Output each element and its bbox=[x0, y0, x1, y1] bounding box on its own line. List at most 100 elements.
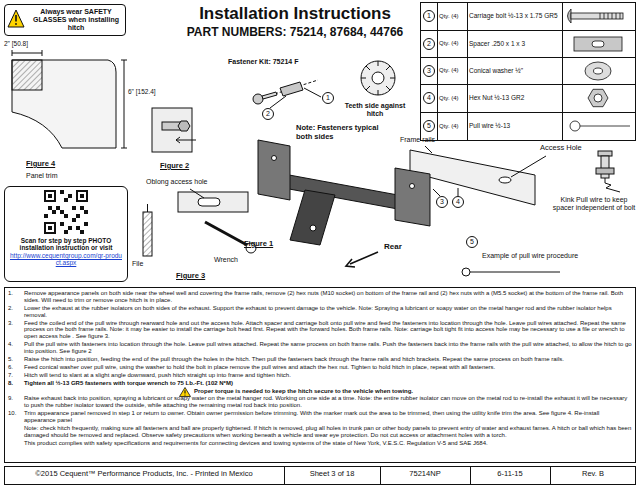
step-number: 1. bbox=[8, 290, 24, 304]
note-text: Teeth side against hitch bbox=[338, 102, 412, 118]
instruction-text: Note: check hitch frequently, making sur… bbox=[24, 425, 632, 439]
footer-table bbox=[5, 466, 636, 485]
qr-code-box: Scan for step by step PHOTO installation… bbox=[4, 186, 128, 282]
hitch-figure-1 bbox=[258, 140, 546, 267]
dimension: 6" [152.4] bbox=[128, 88, 174, 95]
figure-2-bracket bbox=[152, 108, 196, 152]
left-bracket bbox=[258, 140, 290, 200]
warning-dot bbox=[15, 23, 17, 25]
dimension: 2" [50.8] bbox=[4, 40, 48, 47]
instruction-row: 2.Lower the exhaust at the rubber isolat… bbox=[8, 305, 632, 319]
step-number: 6. bbox=[8, 364, 24, 371]
instruction-row: This product complies with safety specif… bbox=[8, 440, 632, 447]
part-description: Pull wire ½-13 bbox=[469, 122, 560, 129]
instructions-frame bbox=[5, 288, 636, 463]
callout-number: 4 bbox=[452, 196, 464, 208]
leader-frame-rails bbox=[425, 146, 432, 153]
step-indent bbox=[8, 440, 24, 447]
hex-nut-image bbox=[588, 89, 608, 106]
qr-url: http://www.cequentgroup.com/qr-product.a… bbox=[9, 252, 123, 267]
hex-nut-hole bbox=[594, 94, 602, 102]
leader-access-hole bbox=[511, 156, 546, 177]
step-indent bbox=[8, 425, 24, 439]
detail-bolt-head bbox=[598, 151, 612, 156]
instruction-text: Pull the pull wire with fasteners into l… bbox=[24, 341, 632, 355]
tool-name: File bbox=[132, 260, 152, 268]
pull-wire-coil bbox=[570, 121, 580, 131]
bolt-shank bbox=[571, 13, 623, 19]
leader-2 bbox=[270, 96, 286, 108]
right-bracket bbox=[395, 168, 430, 226]
leader-4 bbox=[458, 188, 459, 196]
instruction-text: Remove appearance panels on both side ne… bbox=[24, 290, 632, 304]
quantity-cell: Qty. (4) bbox=[439, 13, 466, 20]
table-frame bbox=[421, 3, 636, 141]
kit-label: Fastener Kit: 75214 F bbox=[228, 58, 320, 66]
instruction-row: 7.Hitch will tend to slant at a slight a… bbox=[8, 372, 632, 379]
footer-grid bbox=[285, 466, 551, 485]
qr-finder-inner bbox=[46, 192, 54, 200]
parts-table bbox=[420, 2, 636, 141]
qr-finder bbox=[76, 190, 88, 202]
footer-cell: Sheet 3 of 18 bbox=[284, 470, 380, 479]
callout-number: 2 bbox=[262, 108, 274, 120]
qr-instruction-text: Scan for step by step PHOTO installation… bbox=[9, 237, 123, 252]
leader-1 bbox=[304, 88, 321, 97]
instruction-text: Raise the hitch into position, feeding t… bbox=[24, 356, 632, 363]
dimension-line-vertical bbox=[121, 60, 127, 148]
kit-spacer bbox=[280, 82, 303, 96]
washer-teeth bbox=[361, 61, 395, 95]
qr-finder-center bbox=[48, 194, 52, 198]
qr-finder bbox=[44, 222, 56, 234]
detail-spacer bbox=[596, 168, 614, 174]
quantity-cell: Qty. (4) bbox=[439, 123, 466, 130]
footer-cell: ©2015 Cequent™ Performance Products, Inc… bbox=[4, 470, 284, 479]
torque-warning-triangle bbox=[180, 387, 191, 396]
instruction-row: 9.Raise exhaust back into position, spra… bbox=[8, 395, 632, 409]
trim-area bbox=[12, 60, 42, 90]
tool-name: Wrench bbox=[214, 256, 250, 264]
footer-cell: 6-11-15 bbox=[470, 470, 550, 479]
instruction-row: Proper torque is needed to keep the hitc… bbox=[8, 388, 632, 395]
qr-finder-inner bbox=[78, 192, 86, 200]
conical-washer bbox=[361, 61, 395, 95]
washer-hole bbox=[594, 68, 603, 74]
instruction-row: 5.Raise the hitch into position, feeding… bbox=[8, 356, 632, 363]
torque-warning-mark bbox=[184, 390, 185, 393]
bracket-arrow bbox=[176, 137, 196, 143]
callout-number: 4 bbox=[423, 92, 435, 104]
part-description: Spacer .250 x 1 x 3 bbox=[469, 40, 560, 47]
instruction-text: Feed conical washer over pull wire, usin… bbox=[24, 364, 632, 371]
leader-3 bbox=[433, 189, 440, 196]
table-grid bbox=[420, 2, 636, 141]
instruction-row: 4.Pull the pull wire with fasteners into… bbox=[8, 341, 632, 355]
part-name: Oblong access hole bbox=[146, 178, 226, 186]
instruction-text: This product complies with safety specif… bbox=[24, 440, 632, 447]
callout-number: 2 bbox=[423, 38, 435, 50]
step-number: 3. bbox=[8, 320, 24, 341]
quantity-cell: Qty. (4) bbox=[439, 40, 466, 47]
washer-image bbox=[585, 62, 611, 80]
bracket-hole bbox=[410, 184, 415, 189]
callout-number: 1 bbox=[423, 10, 435, 22]
instructions-panel: 1.Remove appearance panels on both side … bbox=[8, 290, 632, 448]
safety-icon bbox=[8, 10, 24, 27]
instruction-row: 8.Tighten all ½-13 GR5 fasteners with to… bbox=[8, 380, 632, 387]
pin-hole bbox=[310, 225, 316, 231]
page-title: Installation Instructions bbox=[170, 4, 420, 24]
pull-wire-line bbox=[580, 126, 630, 127]
dimension-line-horizontal bbox=[12, 50, 42, 56]
figure-caption: Figure 1 bbox=[244, 240, 284, 249]
footer-cell: Rev. B bbox=[550, 470, 636, 479]
torque-warning-icon bbox=[179, 387, 191, 397]
callout-number: 5 bbox=[466, 236, 478, 248]
washer-center bbox=[372, 72, 384, 84]
callout-number: 3 bbox=[436, 196, 448, 208]
part-name: Frame rails bbox=[400, 136, 444, 144]
fastener-kit bbox=[253, 61, 395, 108]
panel-outline bbox=[12, 60, 116, 148]
quantity-cell: Qty. (4) bbox=[439, 67, 466, 74]
bolt-threads bbox=[600, 13, 620, 19]
example-coil bbox=[462, 268, 470, 276]
